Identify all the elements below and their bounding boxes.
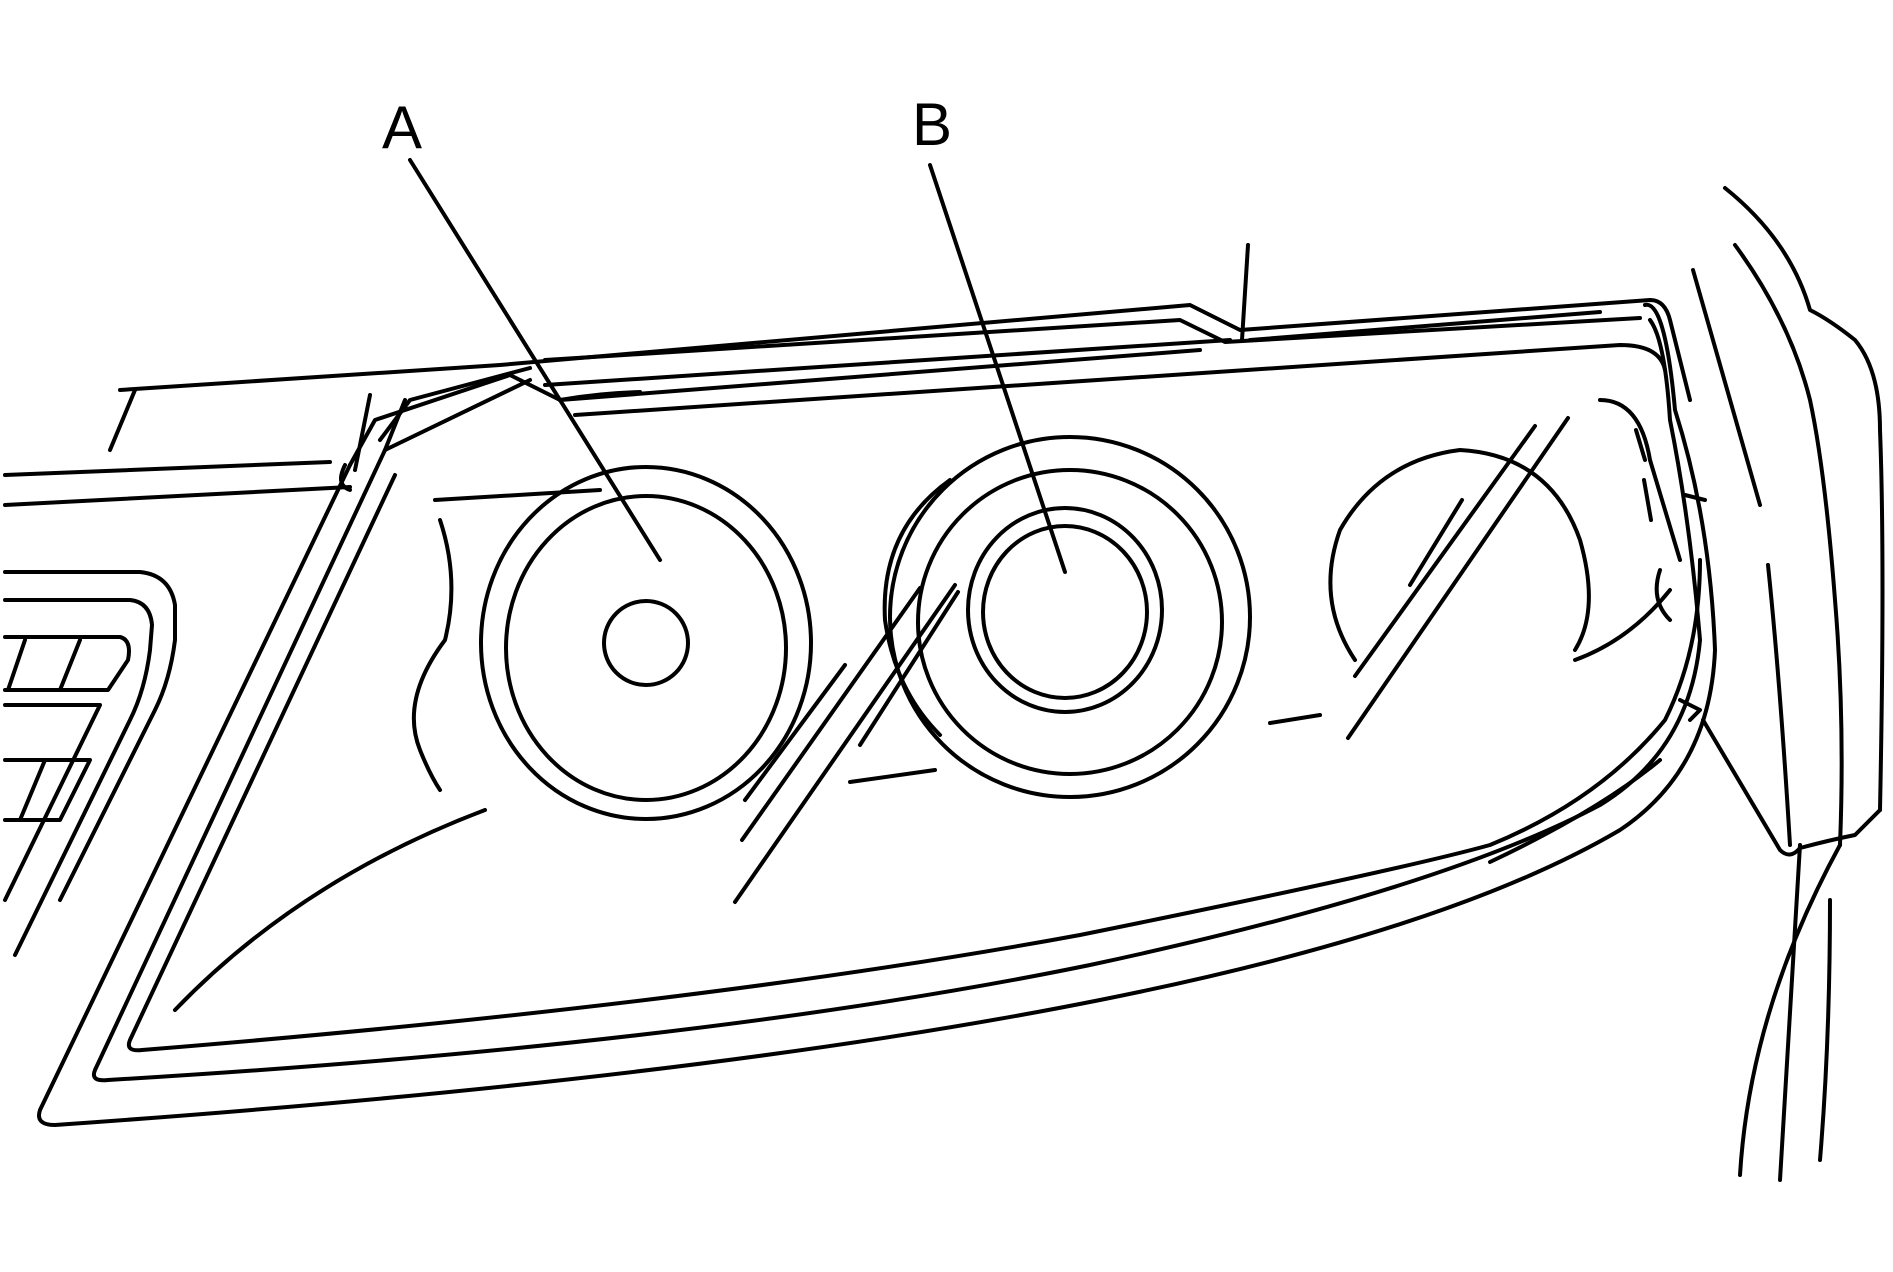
callout-a-label: A [382,94,422,161]
left-reflector-edge [173,518,487,1012]
callout-a-leader [408,158,662,562]
lamp-a [479,465,813,821]
lamp-a-bulb [602,599,690,687]
grille [3,460,352,957]
callout-b-leader [928,163,1067,574]
headlamp-housing [37,243,1717,1127]
callout-b: B [912,91,1067,574]
callout-a: A [382,94,662,562]
right-lamp [1268,398,1707,725]
callout-b-label: B [912,91,952,158]
lens-reflections [733,416,1570,904]
fender [1691,186,1885,1182]
lamp-b [882,435,1252,799]
